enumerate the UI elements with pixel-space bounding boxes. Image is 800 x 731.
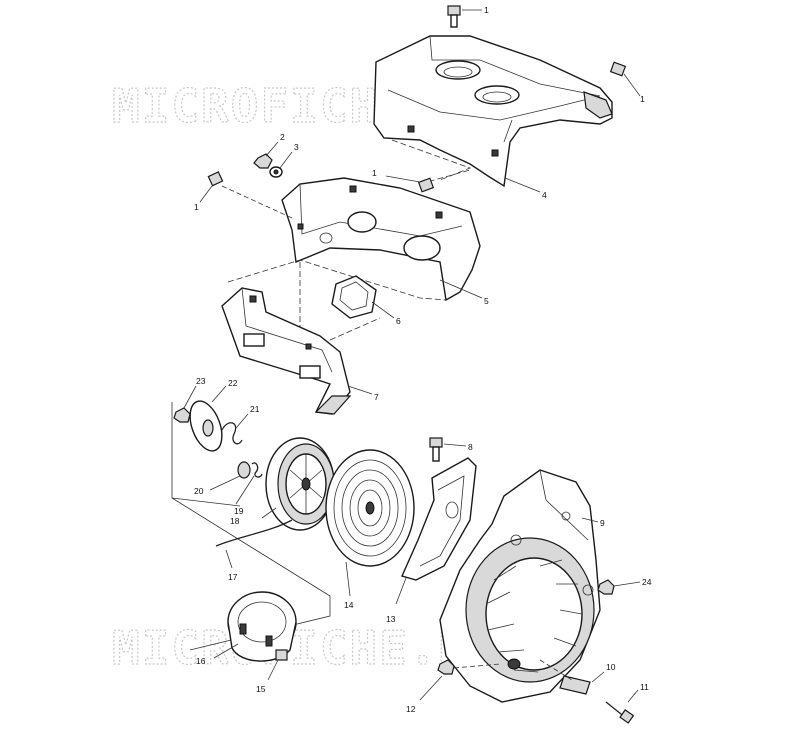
callout-17: 17 bbox=[228, 572, 238, 582]
part-13-starter-bracket: 13 bbox=[386, 457, 477, 624]
callout-16: 16 bbox=[196, 656, 206, 666]
callout-21: 21 bbox=[250, 404, 260, 414]
part-17-starter-rope: 17 bbox=[215, 519, 293, 582]
part-21-spring-clip: 21 bbox=[221, 404, 260, 445]
callout-23: 23 bbox=[196, 376, 206, 386]
callout-20: 20 bbox=[194, 486, 204, 496]
part-7-bracket bbox=[221, 287, 352, 415]
callout-15: 15 bbox=[256, 684, 266, 694]
part-19-spring: 19 bbox=[234, 462, 263, 516]
callout-4: 4 bbox=[542, 190, 547, 200]
part-12-nut: 12 bbox=[406, 659, 501, 714]
part-1-bolt-right: 1 bbox=[609, 61, 645, 104]
callout-1-top: 1 bbox=[484, 5, 489, 15]
part-22-friction-plate: 22 bbox=[189, 378, 238, 452]
part-1-bolt-left: 1 bbox=[194, 171, 293, 219]
callout-18: 18 bbox=[230, 516, 240, 526]
callout-11: 11 bbox=[640, 682, 649, 692]
part-23-nut: 23 bbox=[173, 376, 206, 423]
part-10-clip: 10 bbox=[539, 659, 616, 695]
part-20-ratchet: 20 bbox=[194, 461, 251, 496]
callout-1-left: 1 bbox=[194, 202, 199, 212]
part-6-gasket bbox=[331, 275, 377, 319]
part-1-bolt-center: 1 bbox=[372, 168, 435, 193]
callout-7: 7 bbox=[374, 392, 379, 402]
part-18-reel-pulley: 18 bbox=[230, 437, 335, 531]
callout-8: 8 bbox=[468, 442, 473, 452]
part-8-bolt: 8 bbox=[429, 437, 473, 462]
callout-3: 3 bbox=[294, 142, 299, 152]
part-4-upper-shroud bbox=[373, 35, 613, 188]
part-11-bolt: 11 bbox=[605, 682, 649, 724]
part-14-recoil-spring: 14 bbox=[325, 449, 415, 610]
part-15-bolt: 15 bbox=[256, 649, 288, 694]
callout-24: 24 bbox=[642, 577, 652, 587]
callout-10: 10 bbox=[606, 662, 616, 672]
callout-1-right: 1 bbox=[640, 94, 645, 104]
callout-9: 9 bbox=[600, 518, 605, 528]
callout-2: 2 bbox=[280, 132, 285, 142]
callout-13: 13 bbox=[386, 614, 396, 624]
callout-14: 14 bbox=[344, 600, 354, 610]
part-5-baffle-plate bbox=[281, 177, 481, 302]
callout-1-center: 1 bbox=[372, 168, 377, 178]
part-24-nut: 24 bbox=[597, 577, 652, 595]
callout-12: 12 bbox=[406, 704, 416, 714]
callout-5: 5 bbox=[484, 296, 489, 306]
callout-19: 19 bbox=[234, 506, 244, 516]
part-9-fan-housing bbox=[439, 469, 601, 703]
part-3-washer: 3 bbox=[269, 142, 299, 178]
callout-22: 22 bbox=[228, 378, 238, 388]
callout-6: 6 bbox=[396, 316, 401, 326]
part-2-nut: 2 bbox=[253, 132, 285, 169]
part-1-bolt-top: 1 bbox=[447, 5, 489, 28]
